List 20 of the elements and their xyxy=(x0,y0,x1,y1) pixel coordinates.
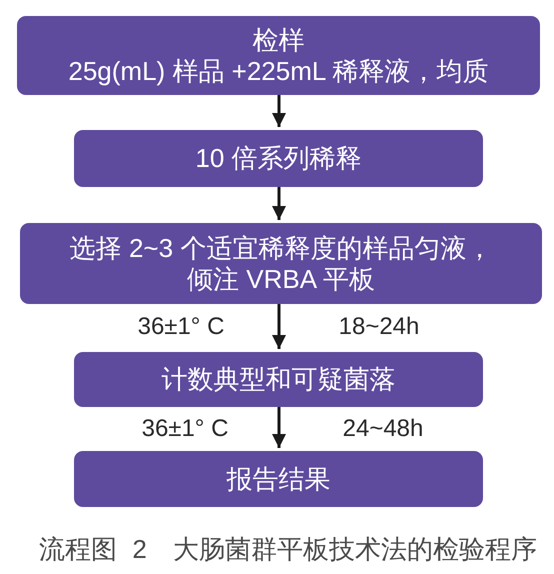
arrow xyxy=(272,304,286,349)
step-text: 25g(mL) 样品 +225mL 稀释液，均质 xyxy=(68,56,489,86)
incubation-label: 36±1° C xyxy=(138,313,224,341)
process-box xyxy=(74,130,483,187)
process-box xyxy=(17,16,540,95)
incubation-label: 18~24h xyxy=(338,313,420,341)
caption: 流程图 2 大肠菌群平板技术法的检验程序 xyxy=(39,534,537,564)
step-text: 10 倍系列稀释 xyxy=(195,143,362,174)
process-box xyxy=(74,451,483,507)
step-text: 计数典型和可疑菌落 xyxy=(162,364,396,395)
step-text: 报告结果 xyxy=(226,464,330,494)
process-box xyxy=(20,223,542,304)
arrow xyxy=(272,407,286,448)
incubation-label: 36±1° C xyxy=(142,415,228,443)
arrow xyxy=(272,187,286,220)
incubation-label: 24~48h xyxy=(342,415,424,443)
step-heading: 检样 xyxy=(252,24,304,56)
process-box xyxy=(74,352,483,407)
arrow xyxy=(272,95,286,127)
step-text: 选择 2~3 个适宜稀释度的样品匀液，倾注 VRBA 平板 xyxy=(68,232,494,294)
